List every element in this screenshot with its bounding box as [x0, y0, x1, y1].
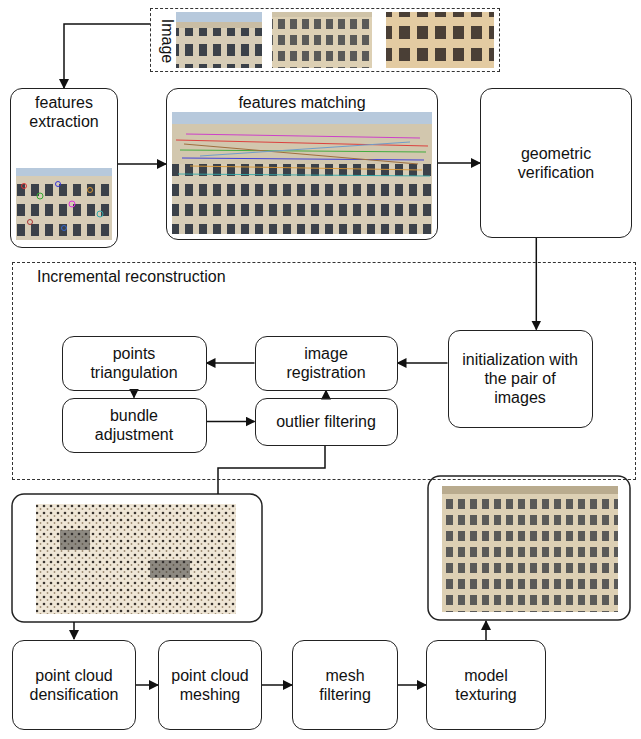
box-label: image registration [264, 344, 389, 382]
group-title: Incremental reconstruction [37, 267, 611, 286]
feature-picture [16, 168, 112, 240]
flow-arrow [438, 162, 480, 164]
box-label: mesh filtering [301, 666, 389, 704]
box-label: features extraction [19, 93, 109, 131]
image-thumbnail [176, 12, 262, 68]
box-label: geometric verification [489, 144, 623, 182]
process-box: point cloud meshing [158, 640, 262, 730]
process-box: point cloud densification [12, 640, 136, 730]
box-label: bundle adjustment [71, 406, 198, 444]
flow-arrow [64, 24, 150, 88]
process-box: model texturing [426, 640, 546, 730]
process-box: image registration [255, 336, 398, 391]
flow-arrow [207, 421, 255, 423]
flow-line [73, 622, 75, 639]
process-box: outlier filtering [255, 398, 398, 446]
box-label: initialization with the pair of images [457, 350, 584, 408]
group-box: Incremental reconstruction initialization… [12, 262, 636, 480]
flow-arrow [398, 362, 448, 364]
process-box: points triangulation [62, 336, 207, 391]
box-label: point cloud densification [21, 666, 127, 704]
flow-arrow [398, 684, 426, 686]
box-label: point cloud meshing [167, 666, 253, 704]
image-thumbnail [386, 12, 494, 68]
matching-picture [172, 112, 432, 234]
model-picture [428, 476, 630, 620]
flow-arrow [536, 238, 538, 330]
flow-arrow [262, 684, 292, 686]
process-box: features extraction [10, 88, 118, 248]
flow-line [218, 446, 325, 494]
image-group: Image [150, 8, 500, 72]
process-box: initialization with the pair of images [448, 330, 593, 428]
flow-arrow [136, 684, 158, 686]
process-box: geometric verification [480, 88, 632, 238]
box-label: features matching [238, 93, 365, 112]
flow-arrow [207, 362, 255, 364]
point-cloud-picture [12, 494, 262, 622]
box-label: outlier filtering [276, 412, 376, 431]
box-label: points triangulation [71, 344, 198, 382]
box-label: model texturing [435, 666, 537, 704]
image-thumbnail [272, 12, 372, 68]
flow-line [485, 621, 487, 640]
process-box: features matching [166, 88, 438, 240]
flow-arrow [118, 163, 166, 165]
flow-arrow [133, 391, 135, 398]
group-label: Image [157, 19, 176, 63]
flow-arrow [325, 391, 327, 398]
process-box: mesh filtering [292, 640, 398, 730]
process-box: bundle adjustment [62, 398, 207, 453]
